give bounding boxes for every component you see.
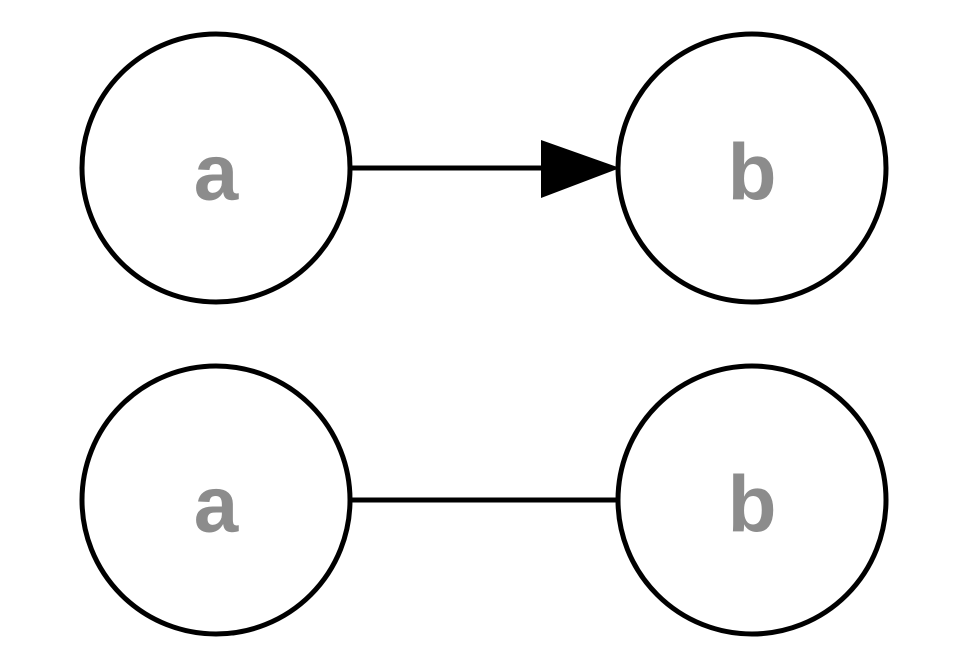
node-label: a [194,128,239,217]
node-b-undirected: b [615,363,889,637]
node-circle [79,31,353,305]
node-circle [615,363,889,637]
arrowhead-icon [541,140,620,198]
undirected-graph: a b [79,363,889,637]
node-label: b [728,460,777,549]
node-circle [79,363,353,637]
node-label: b [728,128,777,217]
node-a-undirected: a [79,363,353,637]
node-b-directed: b [615,31,889,305]
node-circle [615,31,889,305]
node-label: a [194,460,239,549]
directed-graph: a b [79,31,889,305]
node-a-directed: a [79,31,353,305]
